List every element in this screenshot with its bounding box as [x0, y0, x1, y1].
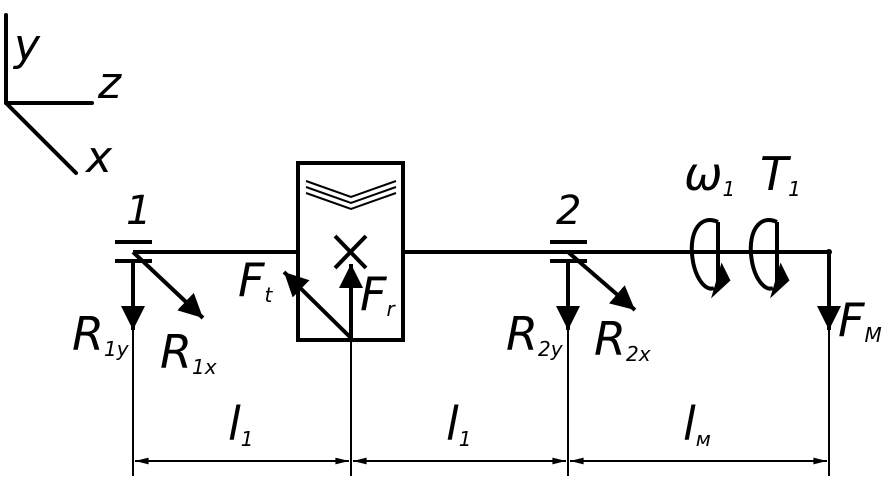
bearing-1-number: 1: [126, 188, 151, 234]
torque-label: T1: [760, 147, 801, 201]
torque-rotation-symbol: [748, 218, 790, 299]
gear-teeth-hatch: [305, 180, 397, 211]
r2x-label: R2x: [594, 312, 651, 366]
extension-lines: [132, 330, 830, 476]
r2y-label: R2y: [506, 307, 564, 361]
ft-arrow: [282, 270, 353, 340]
gear-axial-cross: [333, 234, 368, 270]
r2x-arrow: [566, 250, 637, 312]
z-axis-label: z: [97, 58, 122, 109]
r1x-label: R1x: [160, 325, 217, 379]
y-axis-label: y: [12, 20, 41, 71]
omega-label: ω1: [684, 147, 735, 201]
ft-label: Ft: [238, 253, 273, 307]
omega-rotation-symbol: [689, 218, 731, 299]
r1y-label: R1y: [72, 307, 130, 361]
r1x-arrow: [131, 250, 205, 320]
bearing-2-number: 2: [556, 188, 581, 234]
dimension-label-3: lм: [683, 397, 711, 451]
x-axis-line: [4, 101, 78, 175]
x-axis-label: x: [84, 132, 113, 183]
fr-label: Fr: [360, 267, 396, 321]
fm-label: FM: [838, 293, 882, 347]
dimension-label-1: l1: [228, 397, 254, 451]
dimension-label-2: l1: [446, 397, 472, 451]
coordinate-axes: [4, 13, 94, 175]
